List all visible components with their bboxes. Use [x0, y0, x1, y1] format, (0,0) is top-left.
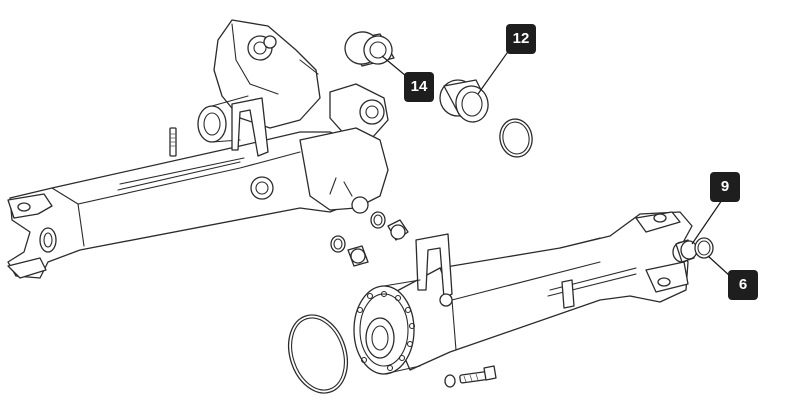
leader-line-12 [477, 45, 513, 95]
callout-12: 12 [506, 24, 536, 54]
callout-9: 9 [710, 172, 740, 202]
bushing-14 [344, 31, 395, 67]
large-o-ring [287, 314, 349, 394]
flange-bolt-holes [356, 290, 416, 372]
lower-axle-beam [353, 211, 693, 375]
bolt-and-washer [444, 365, 497, 388]
leader-line-14 [381, 55, 407, 77]
bushing-9 [672, 239, 698, 263]
leader-line-6 [707, 255, 731, 277]
seal-ring-top [499, 118, 533, 158]
leader-line-9 [691, 199, 723, 245]
callout-14: 14 [404, 72, 434, 102]
upper-axle-housing [7, 19, 389, 279]
plugs-washers [330, 211, 409, 267]
stud-bolt [169, 127, 177, 157]
seal-ring-6 [694, 237, 714, 259]
bushing-12 [439, 79, 489, 123]
callout-6: 6 [728, 270, 758, 300]
